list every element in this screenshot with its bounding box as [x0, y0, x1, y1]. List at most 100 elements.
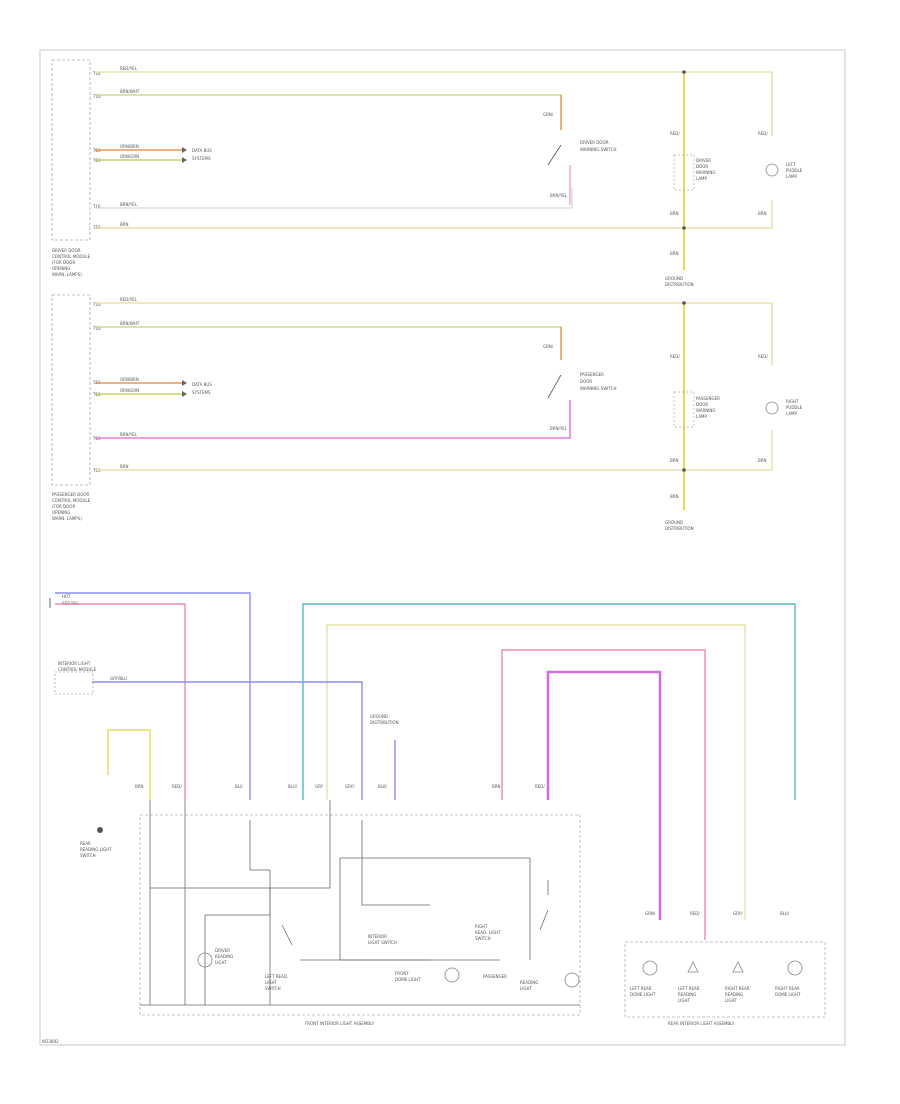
switch-label: WARNING SWITCH [580, 147, 616, 152]
lamp-label: WARNING [696, 170, 716, 175]
rear-lamp-label: RIGHT REAR [775, 986, 800, 991]
switch-terminal-icon [97, 827, 103, 833]
lamp-pin: RED/ [758, 354, 768, 359]
arrow-icon [182, 391, 187, 397]
part-label: LIGHT [215, 960, 228, 965]
switch-label: DOOR [580, 379, 592, 384]
arrow-icon [182, 147, 187, 153]
switch-label: WARNING SWITCH [580, 386, 616, 391]
module-caption: (FOR DOOR [52, 260, 75, 265]
wire-code: ORN/GRN [120, 154, 139, 159]
module-wire: GRY/BLU [110, 676, 127, 681]
driver-door-module [51, 59, 91, 241]
splice-dot [682, 301, 686, 305]
lamp-pin: RED/ [758, 131, 768, 136]
pin-label: BRN [492, 784, 501, 789]
assembly-label: REAR INTERIOR LIGHT ASSEMBLY [668, 1021, 735, 1026]
switch-pin: GRN/ [543, 344, 554, 349]
pin-label: GRY/ [345, 784, 355, 789]
pin-label: T16 [92, 204, 101, 209]
lamp-label: DOOR [696, 164, 708, 169]
rear-reading-lamp-icon [687, 961, 699, 973]
part-label: FRONT [395, 971, 409, 976]
switch-contact [547, 144, 562, 166]
part-label: RIGHT [475, 924, 488, 929]
wire-blue-module [92, 681, 363, 800]
lamp-label: LEFT [786, 162, 796, 167]
switch-label: READING LIGHT [80, 847, 112, 852]
wire-code: BRN/WHT [120, 89, 140, 94]
part-label: INTERIOR [368, 934, 387, 939]
part-label: READ. LIGHT [475, 930, 501, 935]
rear-lamp-label: DOME LIGHT [775, 992, 801, 997]
pin-label: BRN [135, 784, 144, 789]
puddle-lamp-icon [765, 401, 779, 415]
lamp-label: WARNING [696, 408, 716, 413]
wire-yellow-switch [107, 729, 151, 800]
rear-lamp-label: LEFT REAR [630, 986, 652, 991]
puddle-lamp-icon [765, 163, 779, 177]
wire-brn-wht [95, 326, 562, 360]
part-label: READING [520, 980, 538, 985]
module-caption: CONTROL MODULE [52, 254, 91, 259]
lamp-label: PUDDLE [786, 405, 803, 410]
part-label: LIGHT [520, 986, 533, 991]
reading-lamp-icon [197, 952, 213, 968]
wire-lamp2-ground [684, 430, 773, 471]
wire-brn-yel [95, 188, 573, 209]
wire-red-yel [95, 302, 773, 365]
wire-code: ORN/BRN [120, 377, 139, 382]
lamp-pin: RED/ [670, 354, 680, 359]
warning-lamp-box [673, 154, 695, 191]
wire-code: ORN/BRN [120, 144, 139, 149]
lamp-label: DRIVER [696, 158, 711, 163]
pin-label: T16 [92, 326, 101, 331]
lamp-label: PUDDLE [786, 168, 803, 173]
warning-lamp-box [673, 391, 695, 428]
pin-label: BLU [235, 784, 243, 789]
wire-lamp2-ground [684, 200, 773, 229]
wire-code: BRN/YEL [120, 202, 138, 207]
ground-label: DISTRIBUTION [665, 526, 694, 531]
part-label: LEFT READ. [265, 974, 288, 979]
splice-dot [682, 468, 686, 472]
module-caption: WARN. LAMPS) [52, 272, 82, 277]
pin-label: RED/ [172, 784, 182, 789]
lamp-pin: BRN [670, 211, 679, 216]
switch-pin: GRN/ [543, 112, 554, 117]
wire-code: BRN [120, 464, 129, 469]
hot-label: HOT [62, 594, 71, 599]
rear-interior-light-assembly [624, 941, 826, 1018]
wire-pink-red [55, 603, 186, 800]
rear-dome-lamp-icon [642, 960, 658, 976]
rear-lamp-label: DOME LIGHT [630, 992, 656, 997]
module-label: INTERIOR LIGHT [58, 661, 91, 666]
rear-lamp-label: LIGHT [725, 998, 738, 1003]
front-interior-light-assembly [139, 800, 581, 1016]
pin-label: GRY [315, 784, 324, 789]
dome-lamp-icon [444, 967, 460, 983]
data-bus-label: SYSTEMS [192, 390, 211, 395]
arrow-icon [182, 157, 187, 163]
wire-code: RED/YEL [120, 297, 138, 302]
arrow-icon [182, 380, 187, 386]
pin-label: T16 [92, 94, 101, 99]
switch-label: REAR [80, 841, 91, 846]
module-caption: OPENING [52, 266, 70, 271]
module-caption: CONTROL MODULE [52, 498, 91, 503]
pin-label: BLK/ [378, 784, 388, 789]
wire-red-yel [95, 71, 773, 136]
part-label: LIGHT SWITCH [368, 940, 397, 945]
ground-label: DISTRIBUTION [665, 282, 694, 287]
module-caption: WARN. LAMPS) [52, 516, 82, 521]
wire-code: RED/YEL [120, 66, 138, 71]
wire-magenta [546, 670, 662, 920]
interior-light-control-module [54, 671, 94, 695]
middle-section: T16 T16 T16 T16 T16 T16 RED/YEL BRN/WHT … [51, 294, 803, 531]
rear-lamp-label: RIGHT REAR [725, 986, 750, 991]
wire-pink [95, 400, 571, 439]
page-frame [39, 49, 846, 1046]
switch-pin: BRN/YEL [550, 426, 568, 431]
module-caption: OPENING [52, 510, 70, 515]
